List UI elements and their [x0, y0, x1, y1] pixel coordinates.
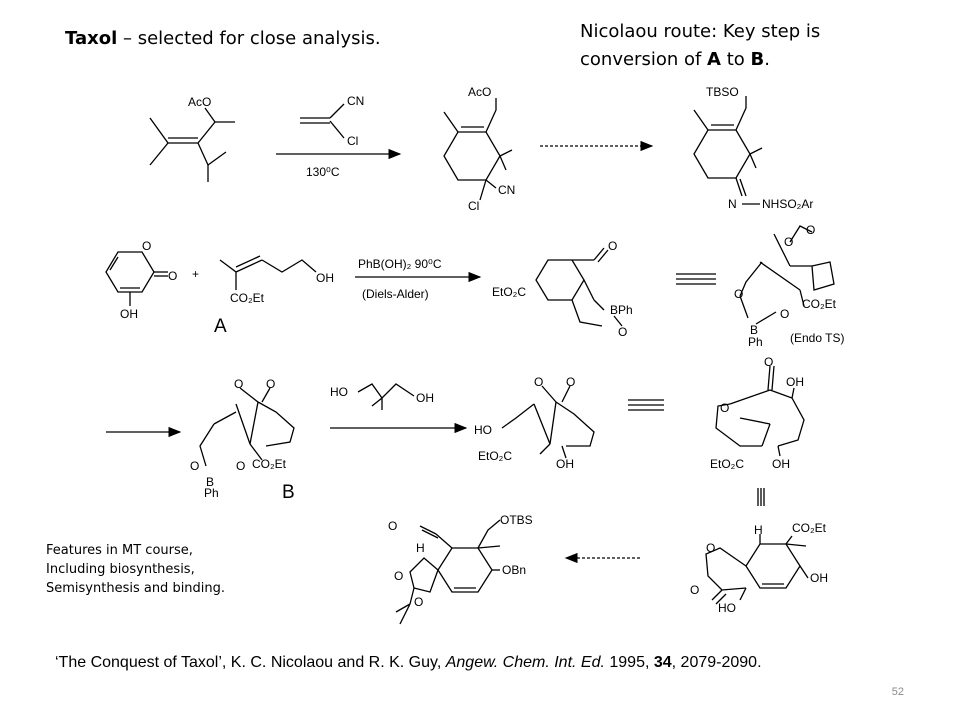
label-tbso: TBSO [706, 85, 739, 99]
label-o-b-2: O [266, 377, 275, 391]
label-bph-int: BPh [610, 303, 633, 317]
label-o-int: O [608, 239, 617, 253]
label-o-ac-2: O [414, 595, 423, 609]
label-eto2c-int: EtO₂C [492, 285, 526, 299]
label-co2et-a: CO₂Et [230, 291, 265, 305]
label-cl-2: Cl [468, 199, 479, 213]
hydroxy-ester-structure: O O HO EtO₂C OH [474, 375, 595, 471]
slide-title: Taxol – selected for close analysis. [65, 28, 381, 49]
label-otbs: OTBS [500, 513, 533, 527]
lactone-diol-structure: O O OH EtO₂C OH [710, 355, 805, 471]
title-taxol: Taxol [65, 28, 118, 49]
label-o-aldehyde: O [388, 519, 397, 533]
features-line-1: Features in MT course, [46, 543, 193, 558]
label-aco-2: AcO [468, 85, 491, 99]
pyrone-structure: O O OH [105, 239, 177, 321]
label-o-carbonyl: O [168, 269, 177, 283]
route-note: Nicolaou route: Key step is conversion o… [580, 18, 900, 74]
slide-number: 52 [891, 686, 904, 698]
label-o-ts-2: O [806, 223, 815, 237]
label-eto2c-l: EtO₂C [710, 457, 744, 471]
label-ho-diol: HO [330, 385, 348, 399]
label-h-ac: H [416, 541, 425, 555]
label-o-l-1: O [764, 355, 773, 369]
label-o-ts-3: O [734, 287, 743, 301]
label-o-ts-4: O [780, 307, 789, 321]
label-oh-l-1: OH [786, 375, 804, 389]
label-co2et-ts: CO₂Et [802, 297, 837, 311]
label-cn-1: CN [347, 94, 364, 108]
label-b-ts: B [750, 323, 758, 337]
label-o-int-2: O [618, 325, 627, 339]
label-oh-bl: OH [810, 571, 828, 585]
endo-ts-structure: O O O O CO₂Et B Ph (Endo TS) [734, 223, 844, 349]
title-rest: – selected for close analysis. [117, 28, 381, 49]
label-diels-alder: (Diels-Alder) [362, 287, 429, 301]
label-o-ac-1: O [394, 569, 403, 583]
boronate-tethered-intermediate: EtO₂C O BPh O [492, 239, 633, 339]
compound-b-structure: O O O O CO₂Et B Ph B [190, 377, 295, 503]
volume: 34 [653, 654, 672, 671]
label-o-h-2: O [566, 375, 575, 389]
label-obn: OBn [502, 563, 526, 577]
compound-a-label: A [214, 316, 227, 337]
label-o-b-1: O [234, 377, 243, 391]
label-ho-h: HO [474, 423, 492, 437]
label-eto2c-h: EtO₂C [478, 449, 512, 463]
label-oh-pyrone: OH [120, 307, 138, 321]
acetonide-aldehyde-structure: O H OTBS OBn O O [388, 513, 533, 625]
reference: ‘The Conquest of Taxol’, K. C. Nicolaou … [55, 654, 762, 671]
label-ph-b: Ph [204, 486, 219, 500]
label-plus: + [192, 267, 199, 281]
journal-name: Angew. Chem. Int. Ed. [445, 654, 605, 671]
label-oh-l-2: OH [772, 457, 790, 471]
label-o-l-2: O [720, 401, 729, 415]
dienol-ester-structure: OH CO₂Et A [214, 255, 334, 337]
label-co2et-b: CO₂Et [252, 457, 287, 471]
label-o-b-4: O [236, 459, 245, 473]
label-phb-conditions: PhB(OH)₂ 90⁰C [358, 257, 442, 271]
label-nhso2ar: NHSO₂Ar [762, 197, 813, 211]
label-ph-ts: Ph [748, 335, 763, 349]
label-oh-diol: OH [416, 391, 434, 405]
label-temp: 130⁰C [306, 165, 340, 179]
chloroacrylonitrile-structure: CN Cl [300, 94, 364, 148]
bicyclic-lactone-structure: H CO₂Et O O OH HO [690, 521, 828, 615]
label-n: N [728, 197, 737, 211]
equals-sign-2 [628, 399, 664, 411]
equals-sign-1 [676, 273, 716, 285]
route-line-2: conversion of A to B. [580, 49, 770, 70]
label-cn-2: CN [498, 183, 515, 197]
route-line-1: Nicolaou route: Key step is [580, 21, 821, 42]
label-cl-1: Cl [347, 134, 358, 148]
cyclohexene-product-structure: AcO CN Cl [443, 85, 515, 213]
features-line-2: Including biosynthesis, [46, 562, 195, 577]
label-o-bl-2: O [690, 583, 699, 597]
label-oh-chain: OH [316, 271, 334, 285]
label-oh-h: OH [556, 457, 574, 471]
label-o-b-3: O [190, 459, 199, 473]
compound-b-label: B [282, 482, 295, 503]
label-o-ts-1: O [784, 235, 793, 249]
label-h-bl: H [754, 523, 763, 537]
label-co2et-bl: CO₂Et [792, 521, 827, 535]
features-line-3: Semisynthesis and binding. [46, 581, 226, 596]
tbso-hydrazone-structure: TBSO N NHSO₂Ar [693, 85, 813, 211]
features-note: Features in MT course, Including biosynt… [46, 541, 225, 598]
label-o-bl-1: O [706, 541, 715, 555]
label-endo-ts: (Endo TS) [790, 331, 844, 345]
equals-vertical [757, 488, 765, 506]
diol-reagent-structure: HO OH [330, 383, 434, 410]
aco-diene-structure: AcO [149, 95, 235, 182]
label-o-h-1: O [534, 375, 543, 389]
label-aco-1: AcO [188, 95, 211, 109]
label-ho-bl: HO [718, 601, 736, 615]
label-b-b: B [206, 475, 214, 489]
label-o-ring: O [142, 239, 151, 253]
